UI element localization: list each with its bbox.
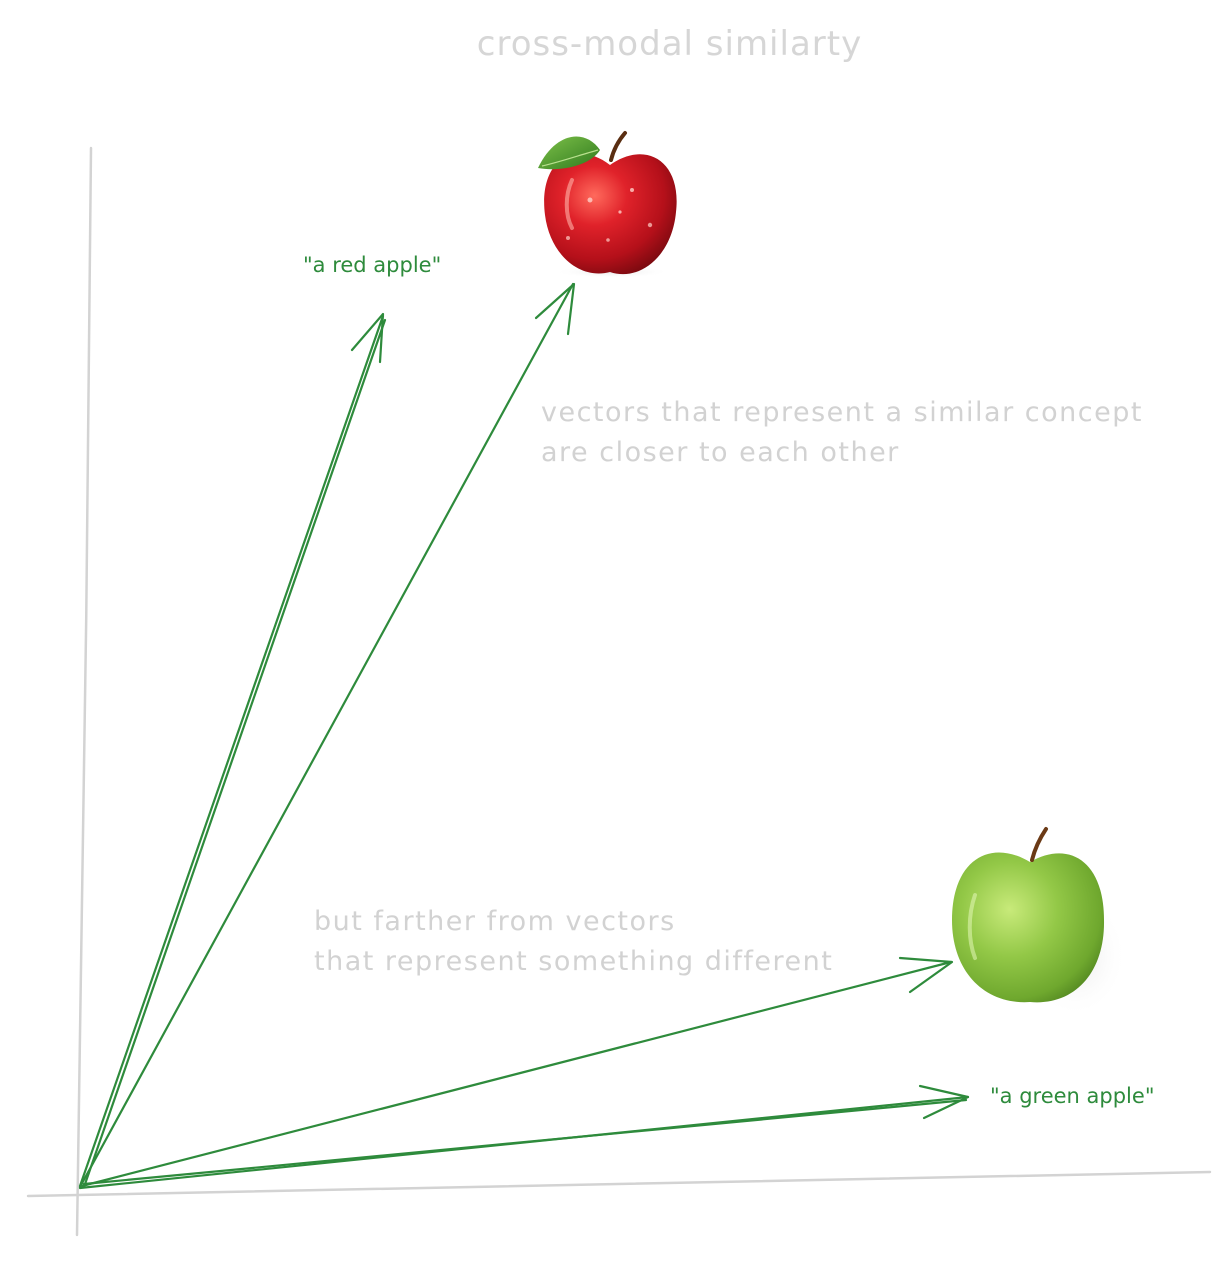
x-axis [26,1170,1212,1198]
vectors [78,282,970,1190]
red-apple-image [538,131,677,278]
annotation-different-line-1: but farther from vectors [314,906,676,937]
annotation-similar: vectors that represent a similar concept… [541,393,1143,473]
vector-green-image [80,956,954,1188]
label-green-apple-text: "a green apple" [990,1084,1155,1108]
annotation-similar-line-2: are closer to each other [541,437,900,468]
diagram-title: cross-modal similarty [476,24,863,64]
vector-green-text [78,1084,970,1190]
green-apple-image [952,827,1127,1017]
annotation-different: but farther from vectors that represent … [314,902,833,982]
label-red-apple-text: "a red apple" [303,253,442,277]
y-axis [75,146,93,1237]
vector-red-text [78,312,387,1189]
annotation-similar-line-1: vectors that represent a similar concept [541,397,1143,428]
axes [26,146,1212,1237]
annotation-different-line-2: that represent something different [314,946,834,977]
vector-red-image [78,282,576,1189]
